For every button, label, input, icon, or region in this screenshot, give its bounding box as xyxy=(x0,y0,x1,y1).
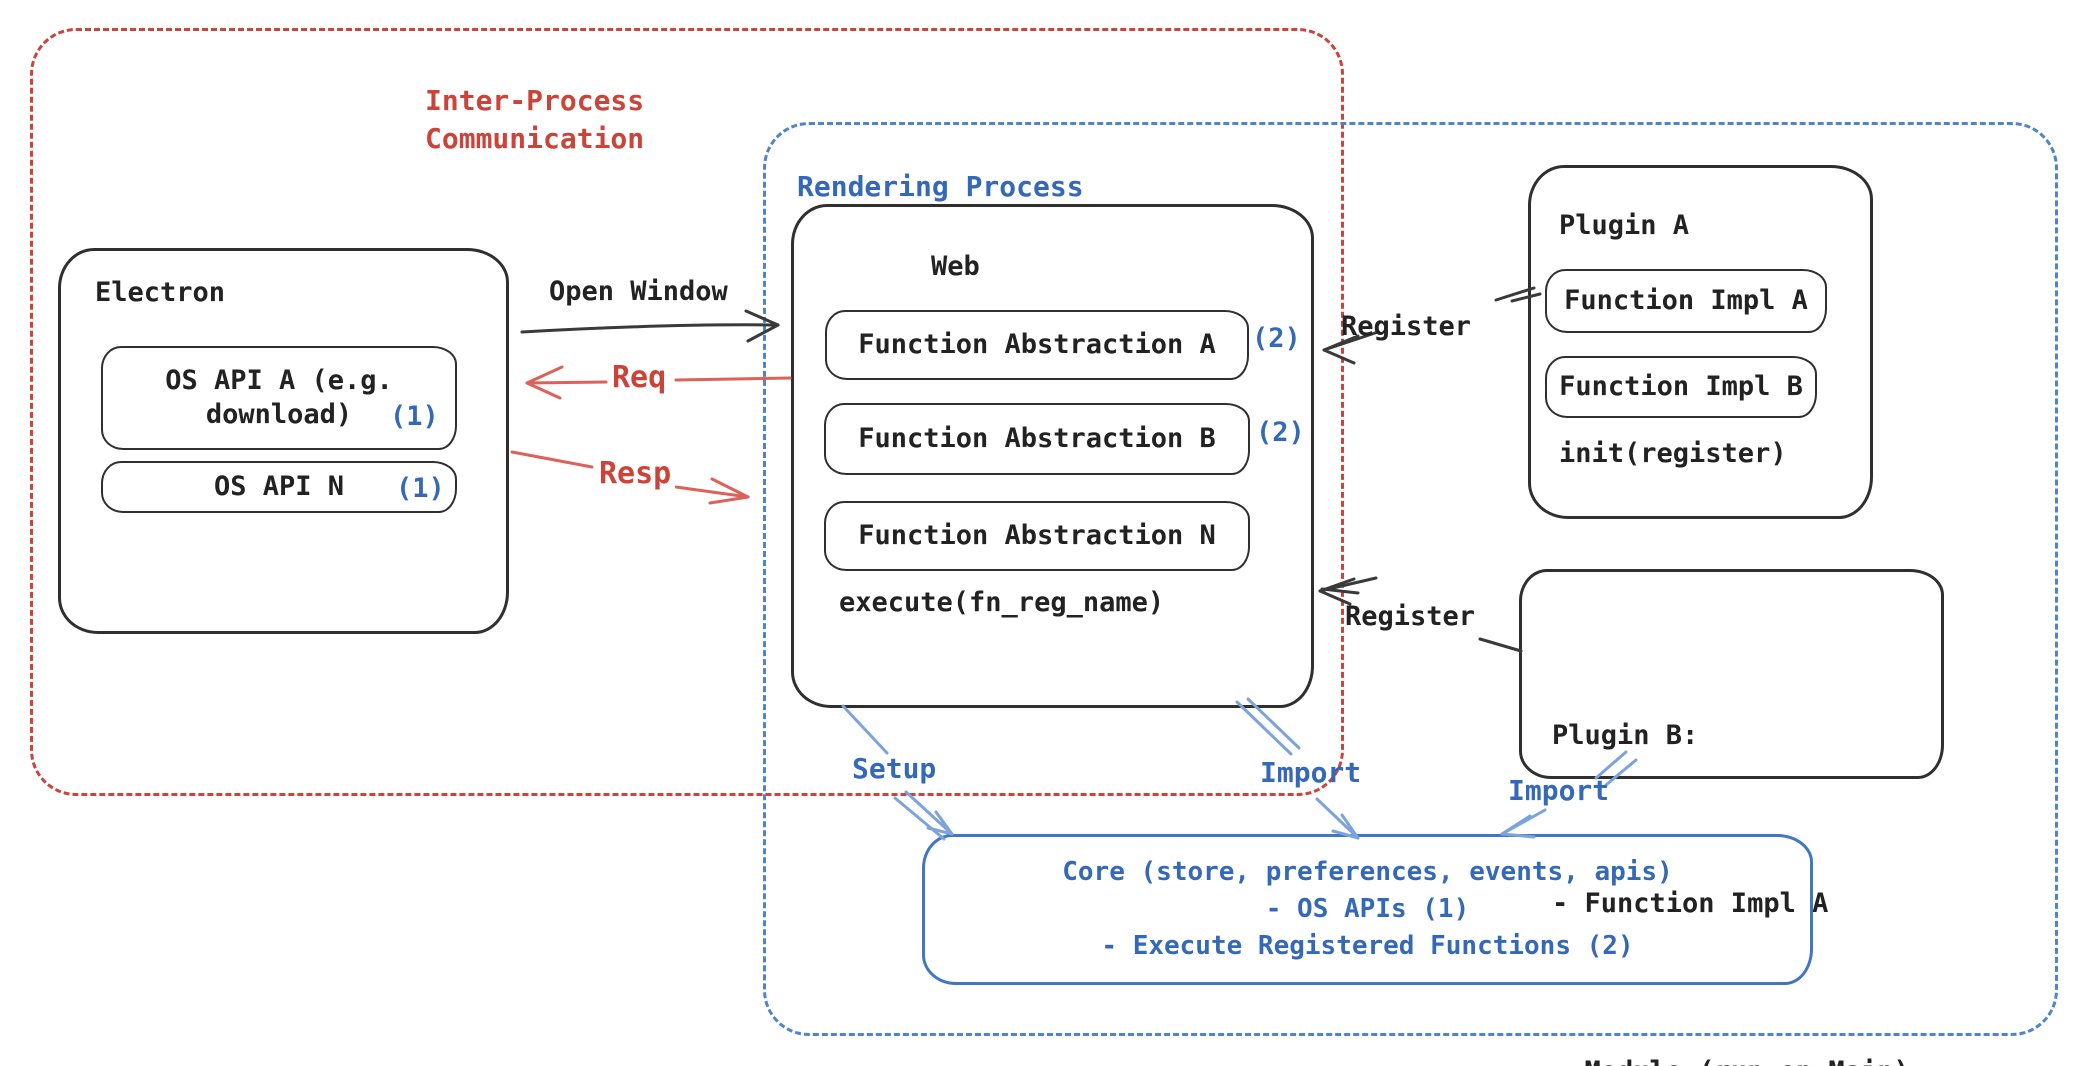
core-line-2: - OS APIs (1) xyxy=(1265,894,1470,924)
plugin-b-line-1: Plugin B: xyxy=(1552,720,1699,751)
execute-label: execute(fn_reg_name) xyxy=(839,587,1165,618)
function-abstraction-n-box: Function Abstraction N xyxy=(824,501,1250,571)
function-abstraction-a-box: Function Abstraction A xyxy=(825,310,1249,380)
resp-label: Resp xyxy=(595,456,676,491)
os-api-n-badge: (1) xyxy=(396,473,445,504)
function-impl-a-label: Function Impl A xyxy=(1564,285,1808,316)
import-plugin-label: Import xyxy=(1508,774,1610,807)
function-abstraction-b-label: Function Abstraction B xyxy=(858,423,1216,454)
os-api-a-box: OS API A (e.g. download) (1) xyxy=(101,346,457,450)
ipc-region-label: Inter-Process Communication xyxy=(425,84,645,155)
os-api-a-label-line1: OS API A (e.g. xyxy=(165,365,393,396)
function-abstraction-a-badge: (2) xyxy=(1252,323,1301,354)
plugin-b-line-3: - Module (run on Main) xyxy=(1552,1044,1941,1066)
open-window-label: Open Window xyxy=(549,276,728,307)
electron-box: Electron OS API A (e.g. download) (1) OS… xyxy=(58,248,509,634)
ipc-region-outline xyxy=(30,28,1344,796)
register-top-label: Register xyxy=(1341,311,1472,342)
register-bottom-label: Register xyxy=(1345,601,1476,632)
core-line-1: Core (store, preferences, events, apis) xyxy=(1062,857,1673,887)
function-impl-b-label: Function Impl B xyxy=(1559,371,1803,402)
plugin-b-line-2: - Function Impl A xyxy=(1552,888,1829,919)
rendering-region-outline xyxy=(763,122,2058,1036)
plugin-a-title: Plugin A xyxy=(1559,210,1690,241)
setup-label: Setup xyxy=(852,752,937,785)
core-box: Core (store, preferences, events, apis) … xyxy=(922,834,1813,985)
init-register-label: init(register) xyxy=(1559,438,1787,469)
os-api-a-badge: (1) xyxy=(390,401,439,432)
function-impl-b-box: Function Impl B xyxy=(1545,356,1817,418)
function-abstraction-n-label: Function Abstraction N xyxy=(858,520,1216,551)
plugin-a-box: Plugin A Function Impl A Function Impl B… xyxy=(1528,165,1873,519)
function-impl-a-box: Function Impl A xyxy=(1545,269,1827,333)
web-title: Web xyxy=(931,251,980,282)
electron-title: Electron xyxy=(95,277,226,308)
os-api-n-box: OS API N (1) xyxy=(101,461,457,513)
function-abstraction-b-box: Function Abstraction B xyxy=(824,403,1250,475)
plugin-b-box: Plugin B: - Function Impl A - Module (ru… xyxy=(1519,569,1944,1066)
function-abstraction-b-badge: (2) xyxy=(1256,417,1305,448)
os-api-a-label-line2: download) xyxy=(205,399,353,430)
web-box: Web Function Abstraction A (2) Function … xyxy=(791,204,1314,708)
import-web-label: Import xyxy=(1260,756,1362,789)
function-abstraction-a-label: Function Abstraction A xyxy=(858,329,1216,360)
os-api-n-label: OS API N xyxy=(213,471,345,502)
core-line-3: - Execute Registered Functions (2) xyxy=(1101,931,1634,961)
rendering-region-label: Rendering Process xyxy=(797,170,1084,203)
req-label: Req xyxy=(608,360,671,395)
